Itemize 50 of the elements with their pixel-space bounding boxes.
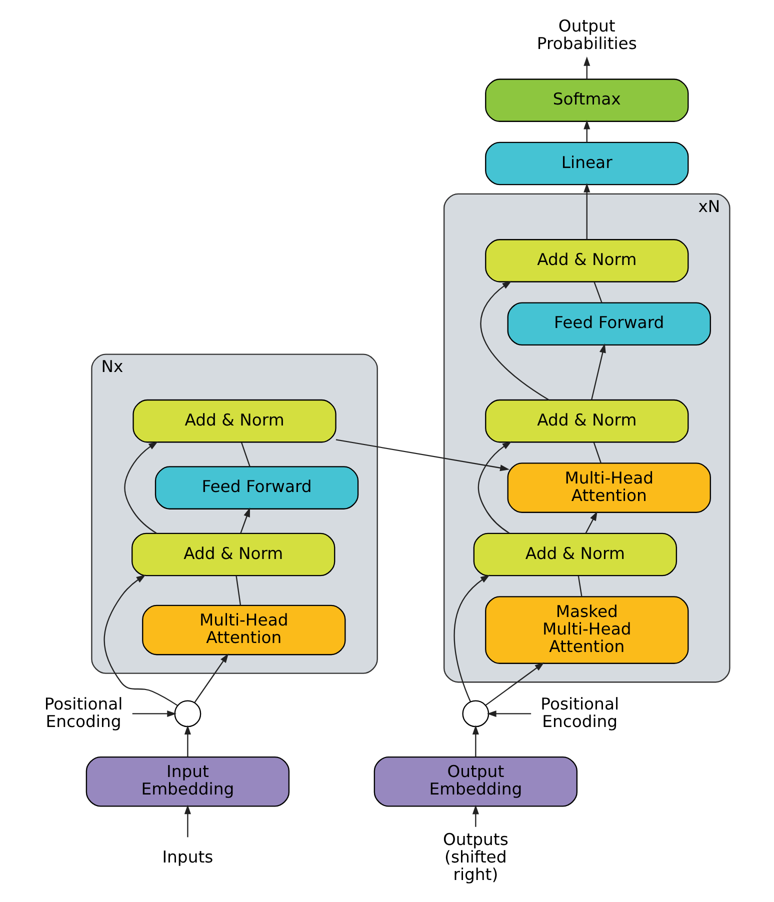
- arrow: [485, 662, 544, 706]
- node-box: Linear: [485, 141, 689, 185]
- arrow: [184, 724, 191, 756]
- connector: [578, 575, 582, 596]
- arrow: [472, 724, 479, 756]
- arrow: [480, 280, 550, 400]
- node-box: Add & Norm: [132, 532, 336, 576]
- connector: [240, 442, 250, 466]
- arrow: [132, 710, 176, 716]
- arrow: [591, 342, 606, 400]
- node-box: Feed Forward: [154, 466, 359, 509]
- arrow: [584, 56, 590, 79]
- node-box: Add & Norm: [485, 398, 689, 442]
- arrow: [104, 574, 178, 706]
- node-box: Feed Forward: [507, 302, 711, 346]
- arrow: [585, 510, 598, 534]
- arrow: [184, 804, 191, 837]
- node-box: Multi-Head Attention: [507, 462, 711, 512]
- arrow: [472, 804, 479, 826]
- node-text: Outputs (shifted right): [442, 830, 508, 884]
- arrow: [584, 182, 590, 239]
- arrow: [454, 574, 490, 702]
- node-text: Output Probabilities: [536, 16, 637, 53]
- node-box: Output Embedding: [374, 756, 578, 806]
- node-box: Softmax: [485, 78, 689, 122]
- node-text: Positional Encoding: [44, 694, 123, 730]
- cluster: [91, 353, 378, 674]
- node-box: Add & Norm: [485, 238, 689, 282]
- node-box: Input Embedding: [86, 756, 290, 806]
- node-box: Add & Norm: [132, 398, 336, 442]
- arrow: [478, 440, 512, 534]
- node-text: Inputs: [162, 847, 214, 866]
- node-text: Positional Encoding: [540, 694, 620, 730]
- node-label: xN: [698, 196, 720, 216]
- arrow: [124, 440, 158, 534]
- node-box: Add & Norm: [473, 532, 678, 576]
- cluster: [443, 192, 730, 682]
- node-box: Masked Multi-Head Attention: [485, 596, 689, 664]
- arrow: [486, 710, 532, 716]
- connector: [594, 281, 602, 302]
- arrow: [336, 438, 510, 471]
- node-box: Multi-Head Attention: [142, 604, 346, 655]
- arrow: [584, 119, 590, 142]
- node-circle: [174, 700, 202, 727]
- arrow: [194, 652, 229, 702]
- node-label: Nx: [101, 356, 124, 376]
- arrow: [240, 507, 250, 534]
- connector: [593, 442, 602, 463]
- connector: [236, 575, 242, 605]
- node-circle: [462, 700, 490, 727]
